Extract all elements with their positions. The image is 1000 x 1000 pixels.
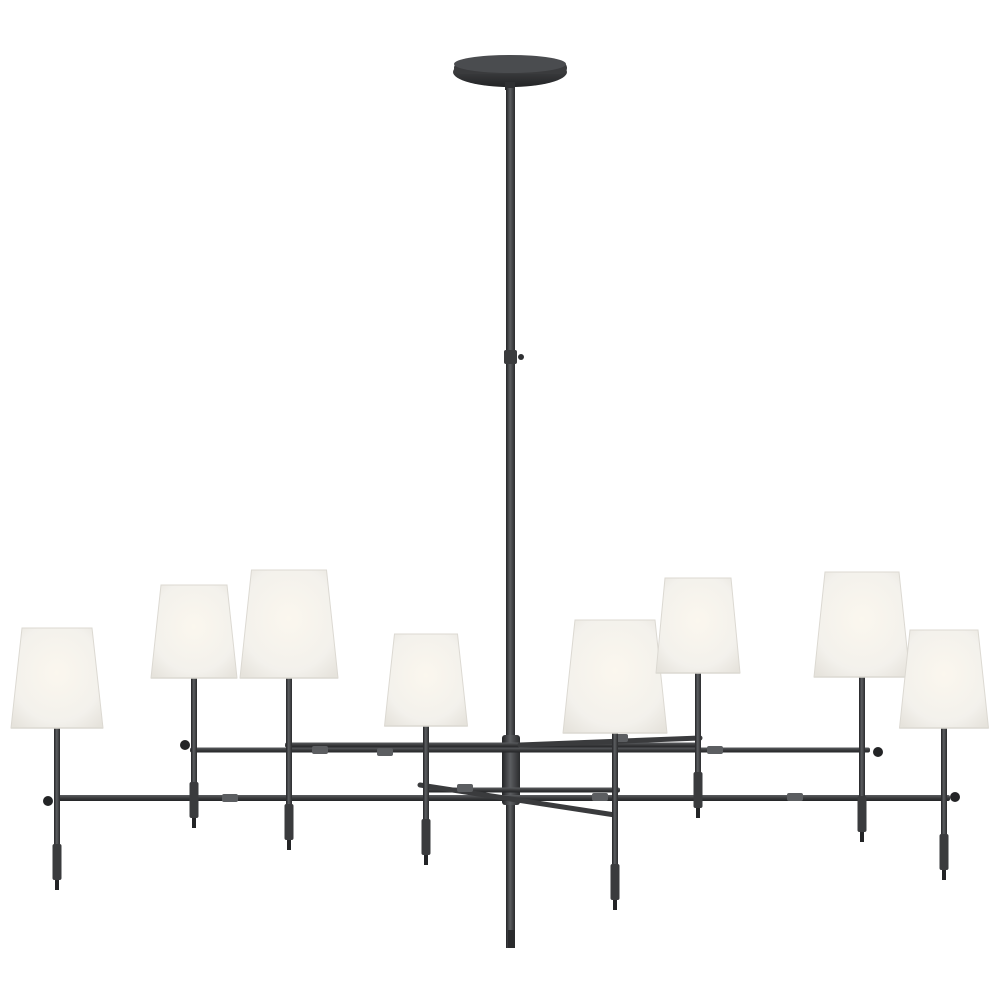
light-stem-4 [423, 724, 429, 853]
light-cup-4 [421, 819, 431, 855]
light-tip-4 [424, 855, 428, 865]
light-tip-8 [942, 870, 946, 880]
light-tip-3 [287, 840, 291, 850]
lamp-shade-7 [813, 571, 911, 678]
arm-joint-6 [707, 746, 723, 754]
ceiling-canopy [453, 55, 567, 90]
light-cup-7 [857, 796, 867, 832]
lamp-shade-1 [10, 627, 104, 729]
light-2 [150, 584, 238, 828]
light-stem-1 [54, 726, 60, 878]
light-6 [655, 577, 741, 818]
light-stem-3 [286, 676, 292, 838]
lamp-shades [10, 569, 990, 910]
light-3 [239, 569, 339, 850]
light-tip-6 [696, 808, 700, 818]
light-tip-2 [192, 818, 196, 828]
light-1 [10, 627, 104, 890]
arm-joint-1 [222, 794, 238, 802]
arm-bar-3 [285, 742, 700, 748]
finial-1 [43, 796, 53, 806]
chandelier-arms [43, 734, 960, 818]
light-8 [898, 629, 990, 880]
light-stem-5 [612, 731, 618, 898]
light-tip-1 [55, 880, 59, 890]
light-cup-3 [284, 804, 294, 840]
light-cup-6 [693, 772, 703, 808]
light-stem-2 [191, 676, 197, 816]
arm-joint-2 [312, 746, 328, 754]
light-4 [383, 633, 469, 865]
light-stem-8 [941, 726, 947, 868]
light-cup-8 [939, 834, 949, 870]
lamp-shade-6 [655, 577, 741, 674]
light-5 [562, 619, 668, 910]
finial-4 [873, 747, 883, 757]
arm-diagonal-1 [417, 782, 618, 818]
lamp-shade-8 [898, 629, 990, 729]
light-tip-7 [860, 832, 864, 842]
lamp-shade-4 [383, 633, 469, 727]
lamp-shade-2 [150, 584, 238, 679]
arm-joint-3 [377, 748, 393, 756]
lamp-shade-5 [562, 619, 668, 734]
light-cup-2 [189, 782, 199, 818]
light-stem-7 [859, 675, 865, 830]
light-7 [813, 571, 911, 842]
light-stem-6 [695, 671, 701, 806]
light-cup-5 [610, 864, 620, 900]
arm-joint-7 [787, 793, 803, 801]
finial-2 [950, 792, 960, 802]
finial-3 [180, 740, 190, 750]
arm-diagonal-2 [517, 735, 703, 748]
lamp-shade-3 [239, 569, 339, 679]
center-stem [502, 88, 524, 948]
arm-joint-4 [457, 784, 473, 792]
light-tip-5 [613, 900, 617, 910]
light-cup-1 [52, 844, 62, 880]
arm-joint-5 [592, 793, 608, 801]
